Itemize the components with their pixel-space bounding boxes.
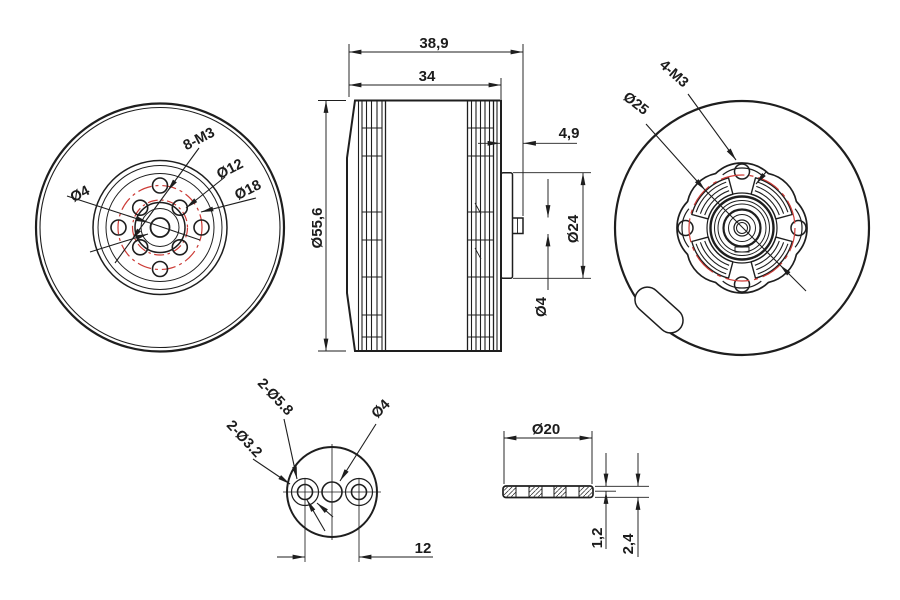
adapter-label-counterbore: 2-Ø5.8 — [254, 376, 296, 419]
back-label-mount-holes: 4-M3 — [656, 57, 691, 91]
back-view-leaders — [645, 93, 807, 292]
back-view: 4-M3 Ø25 — [613, 57, 871, 357]
side-label-shaft-diameter: Ø4 — [533, 296, 550, 317]
washer-geometry — [502, 485, 594, 499]
adapter-view: 2-Ø5.8 2-Ø3.2 Ø4 12 — [223, 376, 433, 562]
adapter-label-center-hole: Ø4 — [369, 397, 394, 422]
washer-label-diameter: Ø20 — [532, 421, 560, 438]
side-view: 38,9 34 4,9 Ø55,6 Ø24 Ø4 — [309, 35, 591, 352]
side-label-shaft-protrusion: 4,9 — [559, 125, 580, 142]
back-bolt-circle — [688, 174, 796, 282]
side-label-flange-diameter: Ø24 — [565, 214, 582, 243]
side-label-body-length: 34 — [419, 68, 436, 85]
adapter-geometry — [283, 444, 381, 562]
side-view-dimensions — [318, 44, 591, 352]
front-bolt-circles — [117, 184, 203, 271]
mount-outline — [676, 162, 808, 294]
washer-dimensions — [503, 431, 649, 557]
back-view-geometry — [613, 99, 871, 357]
front-view-geometry — [34, 102, 286, 353]
washer-view: Ø20 1,2 2,4 — [502, 421, 649, 557]
washer-section-dividers — [515, 486, 580, 498]
adapter-centerlines — [283, 444, 381, 562]
side-label-overall-length: 38,9 — [419, 35, 448, 52]
adapter-leaders — [252, 418, 377, 532]
front-view-leaders — [66, 147, 257, 264]
side-view-body — [346, 99, 524, 352]
mount-screw-holes — [677, 163, 807, 293]
adapter-label-hole-spacing: 12 — [415, 540, 432, 557]
washer-label-overall-thickness: 2,4 — [620, 533, 637, 555]
front-label-shaft-hole: Ø4 — [68, 183, 92, 206]
side-label-outer-diameter: Ø55,6 — [309, 208, 326, 249]
front-label-bolt-circle-small: Ø12 — [214, 156, 246, 183]
front-bolt-holes — [110, 177, 210, 278]
side-rib-lines — [357, 101, 498, 351]
front-view: 8-M3 Ø12 Ø18 Ø4 — [34, 102, 286, 353]
front-label-bolt-pattern: 8-M3 — [181, 125, 218, 154]
mount-lobe-rims — [681, 167, 803, 289]
side-shaft — [512, 217, 524, 235]
wire-exit-slot — [634, 286, 684, 334]
back-label-bolt-circle: Ø25 — [620, 89, 651, 118]
side-flange — [500, 171, 514, 280]
adapter-label-through-holes: 2-Ø3.2 — [223, 418, 265, 461]
bearing-rings — [706, 192, 778, 264]
mount-vanes — [695, 181, 789, 275]
side-rib-rungs — [362, 127, 494, 338]
washer-label-step-thickness: 1,2 — [589, 528, 606, 549]
